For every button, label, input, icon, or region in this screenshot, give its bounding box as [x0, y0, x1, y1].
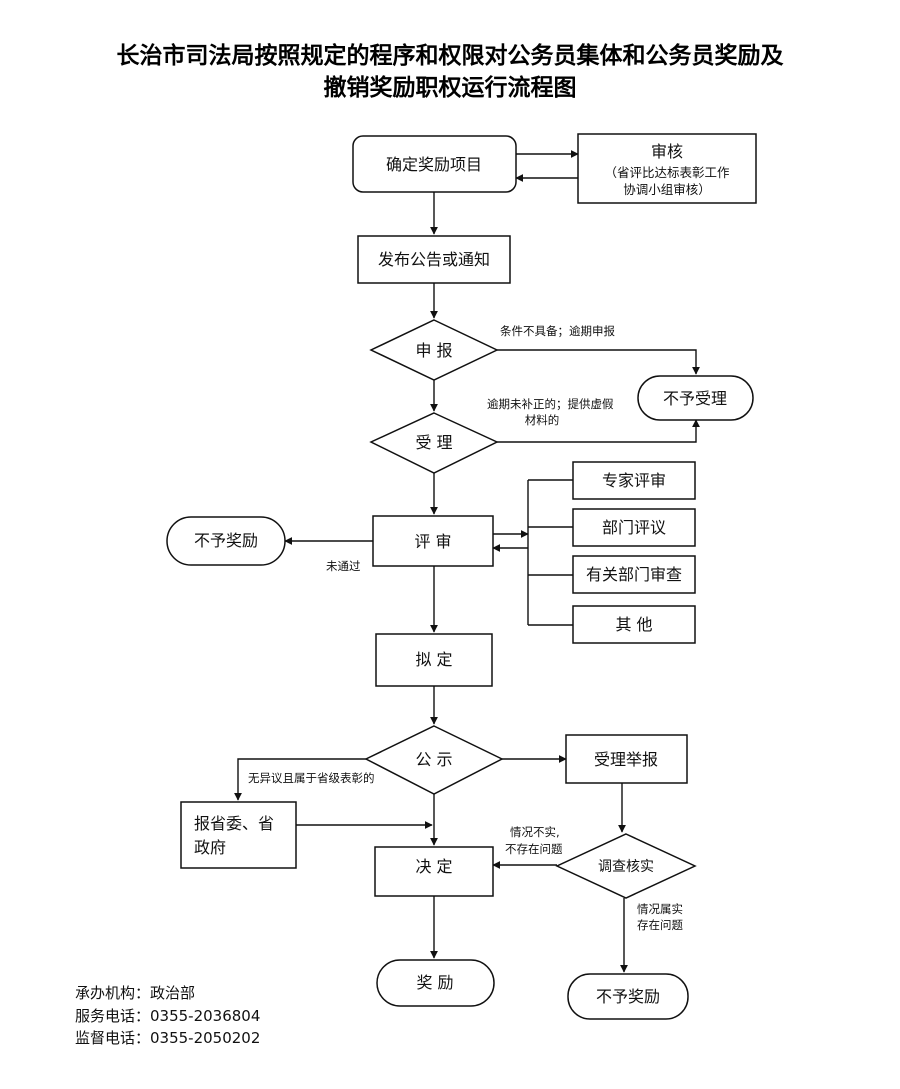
label-no-reward-left: 不予奖励: [194, 531, 258, 550]
node-review: [577, 133, 757, 204]
node-report-province: [180, 801, 297, 869]
edge-label-cond-missing: 条件不具备；逾期申报: [500, 324, 615, 338]
edge-publicize-to-province: [234, 758, 366, 801]
chart-title-line-2: 撤销奖励职权运行流程图: [323, 75, 577, 101]
node-no-reward-bottom: [567, 973, 689, 1020]
label-determine-project: 确定奖励项目: [386, 155, 482, 174]
node-not-accepted: [637, 375, 754, 421]
node-publish-notice: [357, 235, 511, 284]
label-reward: 奖 励: [416, 973, 453, 992]
label-other: 其 他: [615, 615, 652, 634]
label-report-province-1: 报省委、省: [194, 814, 274, 833]
node-dept-discussion: [572, 508, 696, 547]
node-determine-project: [352, 135, 517, 193]
edge-label-true-2: 存在问题: [637, 918, 683, 932]
label-dept-discussion: 部门评议: [602, 518, 666, 537]
label-no-reward-bottom: 不予奖励: [596, 987, 660, 1006]
edge-label-not-passed: 未通过: [326, 559, 361, 573]
label-review-title: 审核: [651, 142, 683, 161]
label-accept: 受 理: [415, 433, 452, 452]
label-publicize: 公 示: [415, 750, 452, 769]
label-investigate: 调查核实: [598, 859, 654, 875]
node-no-reward-left: [166, 516, 286, 566]
label-review-note-2: 协调小组审核）: [623, 182, 711, 197]
label-review-note-1: （省评比达标表彰工作: [604, 165, 730, 180]
node-related-dept-review: [572, 555, 696, 594]
node-accept-report: [565, 734, 688, 784]
label-related-dept-review: 有关部门审查: [586, 565, 682, 584]
label-expert-review: 专家评审: [602, 471, 666, 490]
edge-label-no-objection: 无异议且属于省级表彰的: [248, 771, 375, 785]
edge-label-false-1: 情况不实,: [510, 825, 560, 839]
node-evaluate: [372, 515, 494, 567]
node-expert-review: [572, 461, 696, 500]
edge-label-overdue-2: 材料的: [525, 413, 560, 427]
footer-service-phone: 服务电话：0355-2036804: [75, 1007, 261, 1025]
label-publish-notice: 发布公告或通知: [378, 250, 490, 269]
label-apply: 申 报: [415, 341, 452, 360]
node-other: [572, 605, 696, 644]
node-draft: [375, 633, 493, 687]
footer-supervise-phone: 监督电话：0355-2050202: [75, 1029, 261, 1047]
footer-office: 承办机构：政治部: [75, 984, 196, 1002]
node-decide: [374, 846, 494, 897]
label-evaluate: 评 审: [414, 532, 451, 551]
label-report-province-2: 政府: [194, 838, 226, 857]
label-draft: 拟 定: [415, 650, 452, 669]
edge-label-true-1: 情况属实: [637, 902, 683, 916]
edge-apply-to-not-accepted: [497, 349, 700, 375]
label-not-accepted: 不予受理: [663, 389, 727, 408]
label-accept-report: 受理举报: [594, 750, 658, 769]
node-reward: [376, 959, 495, 1007]
edge-label-false-2: 不存在问题: [505, 842, 563, 856]
edge-label-overdue-1: 逾期未补正的；提供虚假: [487, 397, 614, 411]
edge-accept-to-not-accepted: [497, 419, 700, 443]
node-accept: [369, 412, 499, 474]
label-decide: 决 定: [415, 857, 452, 876]
chart-title-line-1: 长治市司法局按照规定的程序和权限对公务员集体和公务员奖励及: [116, 43, 784, 69]
node-apply: [369, 319, 499, 381]
node-investigate: [555, 833, 697, 899]
node-publicize: [364, 725, 504, 795]
